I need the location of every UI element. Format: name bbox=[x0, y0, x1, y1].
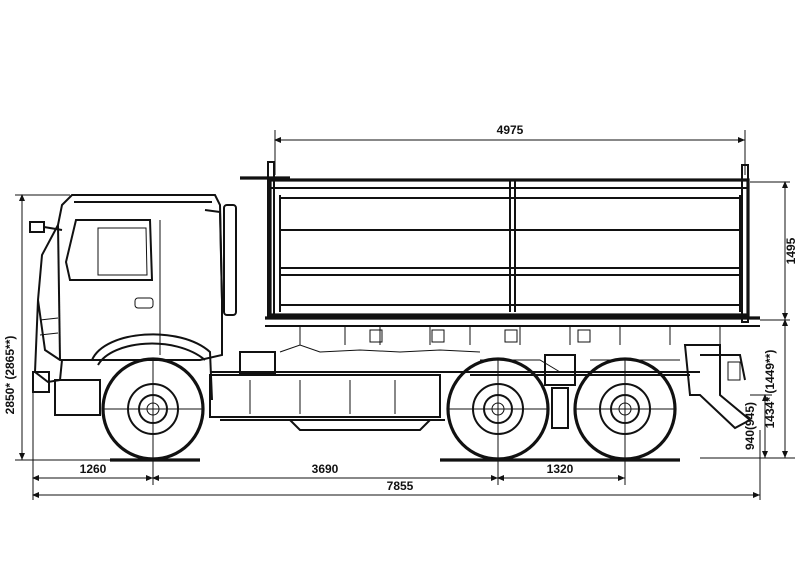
dump-body bbox=[240, 161, 760, 430]
dim-body-length: 4975 bbox=[497, 123, 524, 137]
rear-mud-flap bbox=[683, 344, 752, 430]
dim-front-overhang: 1260 bbox=[80, 462, 107, 476]
dim-low-height: 940(945) bbox=[743, 402, 757, 450]
dim-overall-length: 7855 bbox=[387, 479, 414, 493]
cab bbox=[29, 194, 237, 416]
truck-outline bbox=[29, 161, 760, 462]
bumper bbox=[32, 371, 50, 393]
cab-window bbox=[64, 219, 154, 281]
door-window bbox=[97, 227, 148, 276]
dim-rear-bogie: 1320 bbox=[547, 462, 574, 476]
rear-wheel-2 bbox=[573, 357, 677, 461]
air-intake bbox=[223, 204, 237, 316]
mirror bbox=[29, 221, 45, 233]
rear-wheel-1 bbox=[446, 357, 550, 461]
dim-overall-height: 2850* (2865**) bbox=[3, 336, 17, 415]
bogie-hub bbox=[544, 354, 576, 386]
dim-body-height: 1495 bbox=[784, 237, 798, 264]
step bbox=[54, 379, 101, 416]
door-handle bbox=[134, 297, 154, 309]
bogie-leg bbox=[551, 387, 569, 429]
frame-box bbox=[239, 351, 276, 375]
dim-rear-height: 1434* (1449**) bbox=[763, 350, 777, 429]
front-wheel bbox=[101, 357, 205, 461]
dim-wheelbase: 3690 bbox=[312, 462, 339, 476]
fuel-tank-box bbox=[209, 374, 441, 418]
rear-post bbox=[741, 164, 749, 323]
tank bbox=[289, 419, 431, 431]
dimension-lines bbox=[15, 130, 795, 500]
